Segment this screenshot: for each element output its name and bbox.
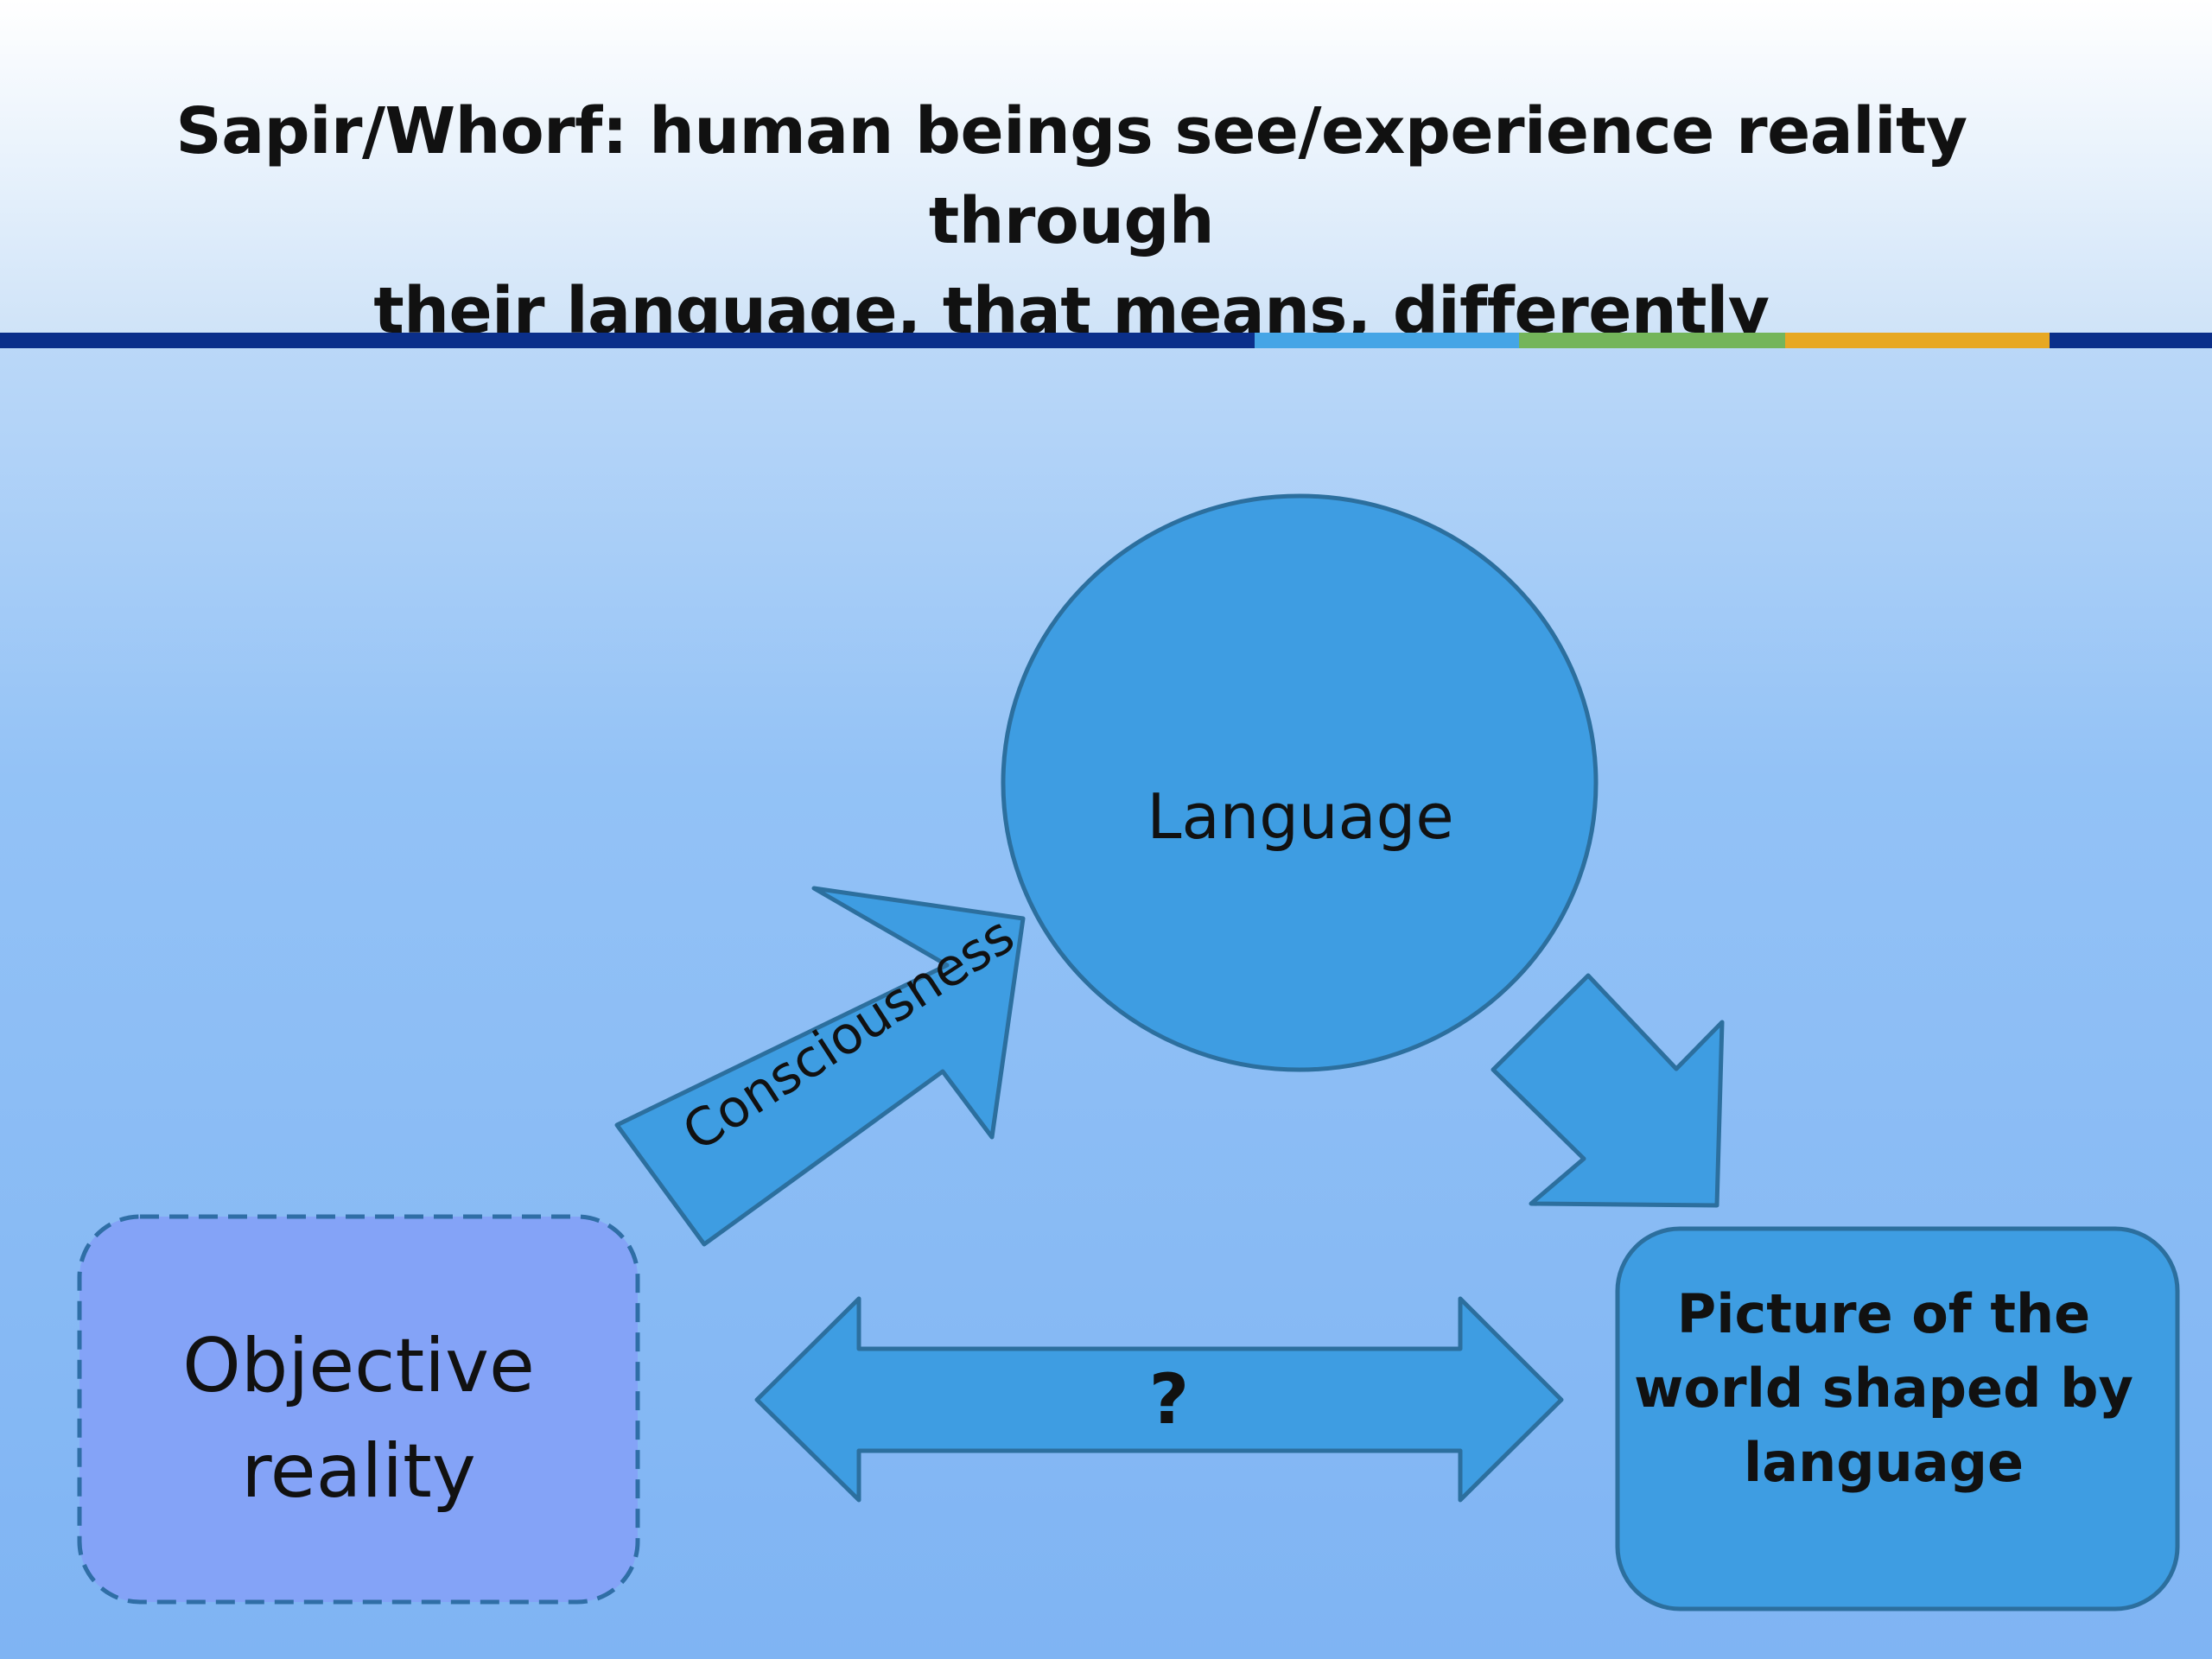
- header-stripe-dark-blue-left: [0, 333, 1255, 348]
- double-headed-arrow: [754, 1296, 1564, 1503]
- header-stripe-light-blue: [1255, 333, 1519, 348]
- objective-reality-label: Objective reality: [182, 1323, 535, 1515]
- picture-of-world-box: [1615, 1226, 2180, 1611]
- objective-reality-box: [77, 1214, 640, 1605]
- header-stripe-green: [1519, 333, 1785, 348]
- header-stripe-dark-blue-right: [2050, 333, 2212, 348]
- question-mark-label: ?: [1148, 1359, 1190, 1440]
- header-stripe-orange: [1785, 333, 2050, 348]
- consciousness-arrow: [614, 886, 1026, 1247]
- language-to-picture-arrow: [1491, 973, 1725, 1208]
- picture-of-world-label: Picture of the world shaped by language: [1634, 1282, 2133, 1494]
- slide-header: Sapir/Whorf: human beings see/experience…: [0, 0, 2212, 348]
- slide-title-line-1: Sapir/Whorf: human beings see/experience…: [175, 94, 1967, 258]
- language-label: Language: [1147, 780, 1454, 853]
- language-circle: [1001, 493, 1599, 1072]
